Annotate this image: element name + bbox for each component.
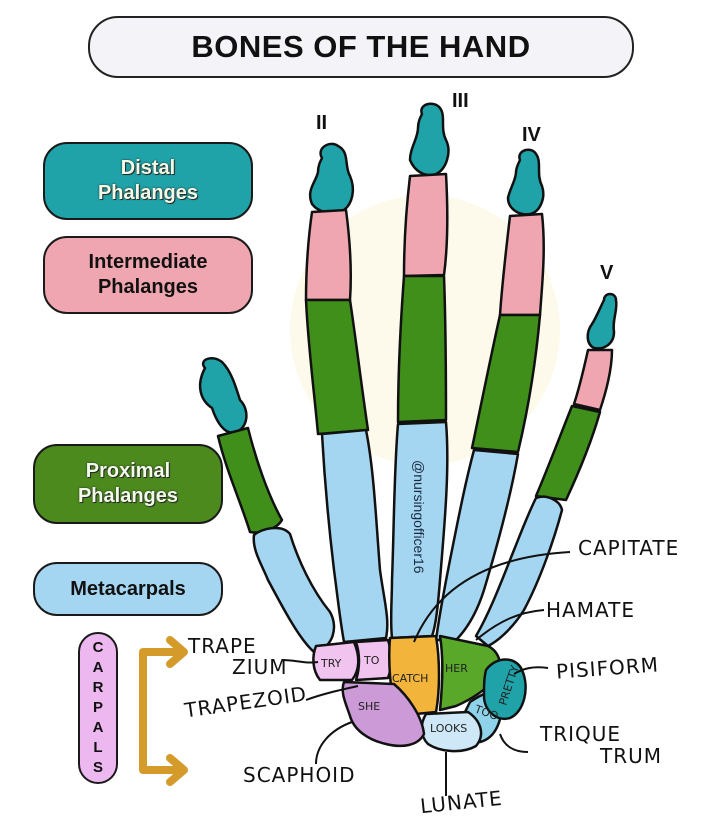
legend-distal-line2: Phalanges	[97, 182, 199, 204]
little-distal-phalanx	[586, 292, 618, 350]
carpals-letter: R	[92, 679, 104, 696]
digit-label-iii: III	[452, 90, 469, 112]
ring-distal-phalanx	[506, 148, 545, 216]
carpals-letter: P	[92, 699, 103, 716]
little-metacarpal	[474, 495, 564, 648]
carpals-letter: A	[92, 659, 104, 676]
thumb-metacarpal	[252, 526, 336, 654]
carpals-letter: C	[92, 639, 104, 656]
digit-label-v: V	[600, 262, 614, 284]
mnemonic-try: TRY	[320, 657, 342, 670]
legend-intermediate-line1: Intermediate	[88, 251, 208, 273]
index-intermediate-phalanx	[304, 208, 353, 302]
legend-distal-phalanges: Distal Phalanges	[43, 142, 253, 220]
index-proximal-phalanx	[304, 298, 370, 436]
carpals-letter: S	[92, 759, 103, 776]
watermark-handle: @nursingofficer16	[411, 460, 427, 574]
page-title: BONES OF THE HAND	[191, 29, 531, 64]
middle-proximal-phalanx	[396, 274, 448, 424]
legend-intermediate-line2: Phalanges	[97, 276, 199, 298]
label-trapezium-line1: TRAPE	[188, 634, 257, 658]
title-banner: BONES OF THE HAND	[88, 16, 634, 78]
pointer-lines	[281, 551, 571, 797]
mnemonic-her: HER	[445, 662, 468, 675]
legend-metacarpals: Metacarpals	[33, 562, 223, 616]
index-metacarpal	[320, 428, 389, 644]
ring-proximal-phalanx	[470, 313, 542, 454]
carpals-letter: A	[92, 719, 104, 736]
legend-proximal-phalanges: Proximal Phalanges	[33, 444, 223, 524]
legend-distal-line1: Distal	[120, 157, 176, 179]
mnemonic-catch: CATCH	[392, 672, 428, 685]
label-triquetrum-line2: TRUM	[600, 744, 663, 768]
trapezium-bone	[312, 640, 360, 682]
label-trapezium-line2: ZIUM	[232, 655, 288, 679]
mnemonic-looks: LOOKS	[430, 722, 467, 735]
label-triquetrum-line1: TRIQUE	[540, 722, 622, 746]
legend-intermediate-phalanges: Intermediate Phalanges	[43, 236, 253, 314]
label-scaphoid: SCAPHOID	[243, 763, 356, 787]
legend-proximal-line1: Proximal	[85, 460, 171, 482]
mnemonic-she: SHE	[358, 700, 380, 713]
legend-proximal-line2: Phalanges	[77, 485, 179, 507]
thumb-distal-phalanx	[198, 357, 248, 434]
label-hamate: HAMATE	[546, 598, 635, 622]
middle-intermediate-phalanx	[402, 172, 449, 278]
label-capitate: CAPITATE	[578, 536, 680, 560]
legend-metacarpals-label: Metacarpals	[70, 577, 186, 600]
hamate-bone	[438, 634, 502, 712]
digit-label-ii: II	[316, 112, 328, 134]
index-distal-phalanx	[308, 142, 355, 215]
legend-carpals: C A R P A L S	[78, 632, 118, 784]
middle-distal-phalanx	[408, 102, 450, 177]
little-proximal-phalanx	[534, 404, 602, 502]
little-intermediate-phalanx	[572, 348, 614, 412]
carpals-letter: L	[93, 739, 103, 756]
carpals-bracket-arrow	[139, 636, 188, 786]
scaphoid-bone	[341, 680, 426, 748]
thumb-proximal-phalanx	[216, 426, 284, 534]
digit-label-iv: IV	[522, 124, 541, 146]
mnemonic-to: TO	[363, 654, 380, 667]
